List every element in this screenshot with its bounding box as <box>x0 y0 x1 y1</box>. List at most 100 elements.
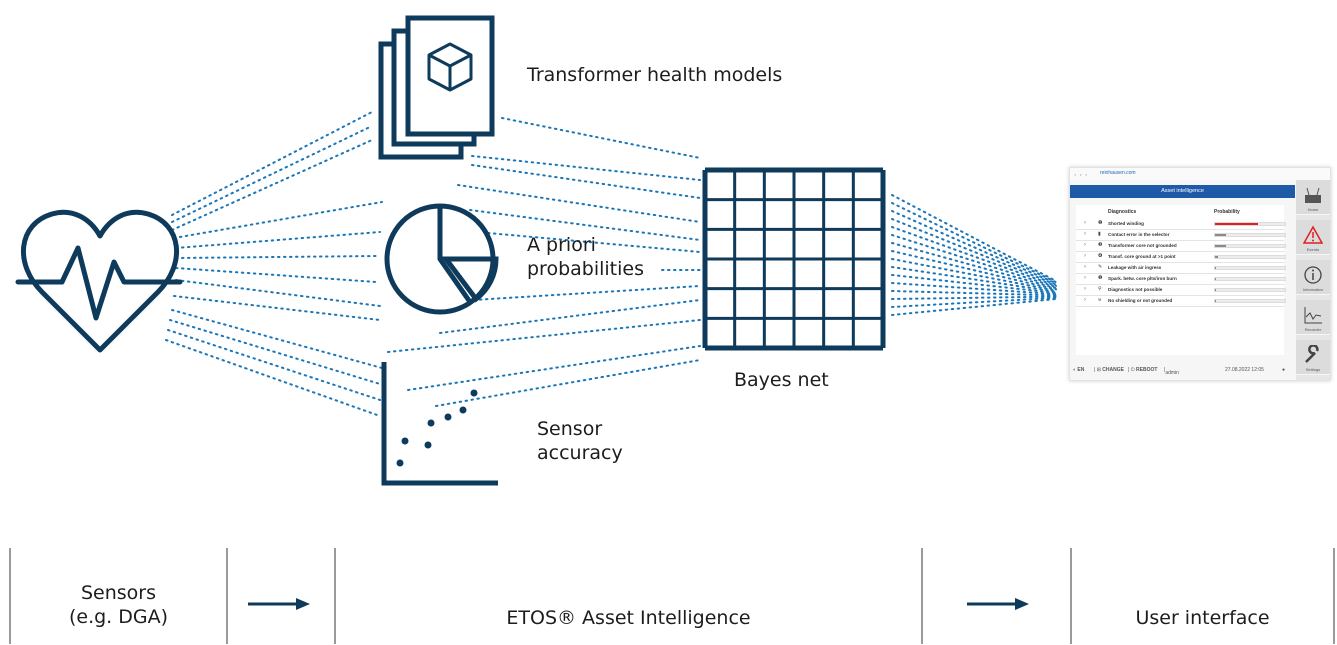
dotted-line <box>891 258 1057 292</box>
dotted-line <box>457 184 701 223</box>
nav-label: Events <box>1306 247 1320 252</box>
diagnostic-icon: ✎ <box>1098 264 1103 270</box>
diagnostic-icon: ▮ <box>1098 231 1101 237</box>
diagnostic-label: Leakage with air ingress <box>1108 265 1162 270</box>
diagnostic-icon: ❹ <box>1098 253 1103 259</box>
footer-datetime: 27.08.2022 12:05 <box>1225 367 1264 373</box>
dotted-line <box>171 125 373 223</box>
screen-title: Asset intelligence <box>1070 185 1295 198</box>
col-probability: Probability <box>1214 209 1240 215</box>
probability-bar <box>1214 233 1286 237</box>
dotted-line <box>891 210 1057 285</box>
chevron-right-icon[interactable]: › <box>1084 275 1086 281</box>
diagnostic-icon: ❶ <box>1098 220 1103 226</box>
dotted-line <box>469 209 701 241</box>
probability-fill <box>1215 223 1259 225</box>
dotted-line <box>473 285 701 301</box>
chevron-right-icon[interactable]: › <box>1084 242 1086 248</box>
dotted-line <box>487 232 701 253</box>
change-button[interactable]: | ⊞ CHANGE <box>1094 367 1124 373</box>
nav-item-events[interactable]: Events <box>1296 220 1330 255</box>
dotted-line <box>891 218 1057 286</box>
diagnostic-icon: ❶ <box>1098 275 1103 281</box>
separator <box>1070 548 1072 644</box>
chevron-right-icon[interactable]: › <box>1084 220 1086 226</box>
table-row[interactable]: ›▮Contact error in the selector <box>1076 230 1286 241</box>
chevron-right-icon[interactable]: › <box>1084 253 1086 259</box>
diagnostic-label: No shielding or not grounded <box>1108 298 1173 303</box>
probability-fill <box>1215 245 1226 247</box>
probability-fill <box>1215 256 1218 258</box>
separator <box>921 548 923 644</box>
label-health-models: Transformer health models <box>527 64 783 86</box>
probability-bar <box>1214 299 1286 303</box>
dotted-line <box>173 295 381 321</box>
dotted-line <box>891 274 1057 294</box>
label-sensor-accuracy: Sensor accuracy <box>537 418 623 464</box>
pie-chart-icon <box>384 203 499 315</box>
dotted-line <box>891 234 1057 288</box>
dotted-line <box>175 231 381 249</box>
dotted-line <box>891 250 1057 291</box>
chevron-right-icon[interactable]: › <box>1084 231 1086 237</box>
dotted-line <box>439 299 701 334</box>
dotted-line <box>165 339 381 417</box>
probability-bar <box>1214 255 1286 259</box>
chevron-right-icon[interactable]: › <box>1084 286 1086 292</box>
document-stack-cube-icon <box>378 15 495 160</box>
diagnostic-label: Transf. core ground at >1 point <box>1108 254 1176 259</box>
settings-dot-icon: ● <box>1282 367 1286 373</box>
nav-item-information[interactable]: Information <box>1296 260 1330 295</box>
table-row[interactable]: › ✎ Leakage with air ingress <box>1076 263 1286 274</box>
dotted-line <box>167 329 381 401</box>
probability-fill <box>1215 267 1217 269</box>
arrow-right-icon <box>248 598 310 610</box>
window-dots: ● ● ● <box>1074 172 1089 177</box>
probability-fill <box>1215 234 1227 236</box>
asset-intelligence-screenshot: ● ● ● reinhausen.com Asset intelligence … <box>1069 167 1331 381</box>
label-a-priori: A priori probabilities <box>527 234 644 280</box>
table-row[interactable]: › ❹ Transf. core ground at >1 point <box>1076 252 1286 263</box>
dotted-line <box>407 345 701 391</box>
heart-pulse-icon <box>15 209 183 353</box>
dotted-line <box>175 279 381 307</box>
col-diagnostics: Diagnostics <box>1108 209 1137 215</box>
probability-fill <box>1215 300 1217 302</box>
nav-item-recorder[interactable]: Recorder <box>1296 300 1330 335</box>
reboot-button[interactable]: | ⏻ REBOOT <box>1128 367 1158 373</box>
stage-user-interface: User interface <box>1135 607 1270 629</box>
probability-bar <box>1214 222 1286 226</box>
dotted-line <box>471 155 701 181</box>
diagnostic-icon: ❸ <box>1098 242 1103 248</box>
probability-bar <box>1214 244 1286 248</box>
table-row[interactable]: › ❸ Transformer core not grounded <box>1076 241 1286 252</box>
separator <box>334 548 336 644</box>
separator <box>226 548 228 644</box>
browser-bar: ● ● ● reinhausen.com <box>1070 168 1330 180</box>
table-row[interactable]: ›⚲Diagnostics not possible <box>1076 285 1286 296</box>
nav-item-home[interactable]: Home <box>1296 180 1330 215</box>
chevron-right-icon[interactable]: › <box>1084 297 1086 303</box>
lang-button[interactable]: ◐ EN <box>1073 367 1085 373</box>
nav-label: Information <box>1302 287 1323 292</box>
diagnostic-label: Transformer core not grounded <box>1108 243 1177 248</box>
dotted-line <box>471 164 701 199</box>
arrow-right-icon <box>967 598 1029 610</box>
nav-label: Recorder <box>1304 327 1322 332</box>
scatter-plot-icon <box>381 362 498 486</box>
diagnostic-label: Diagnostics not possible <box>1108 287 1163 292</box>
nav-item-settings[interactable]: Settings <box>1296 340 1330 375</box>
user-name: | admin <box>1164 367 1179 376</box>
dotted-line <box>171 139 373 231</box>
separator <box>9 548 11 644</box>
dotted-line <box>175 267 377 283</box>
diagnostic-icon: ⊌ <box>1098 297 1102 303</box>
table-row[interactable]: › ⊌ No shielding or not grounded <box>1076 296 1286 307</box>
nav-label: Home <box>1307 207 1319 212</box>
chevron-right-icon[interactable]: › <box>1084 264 1086 270</box>
probability-bar <box>1214 288 1286 292</box>
